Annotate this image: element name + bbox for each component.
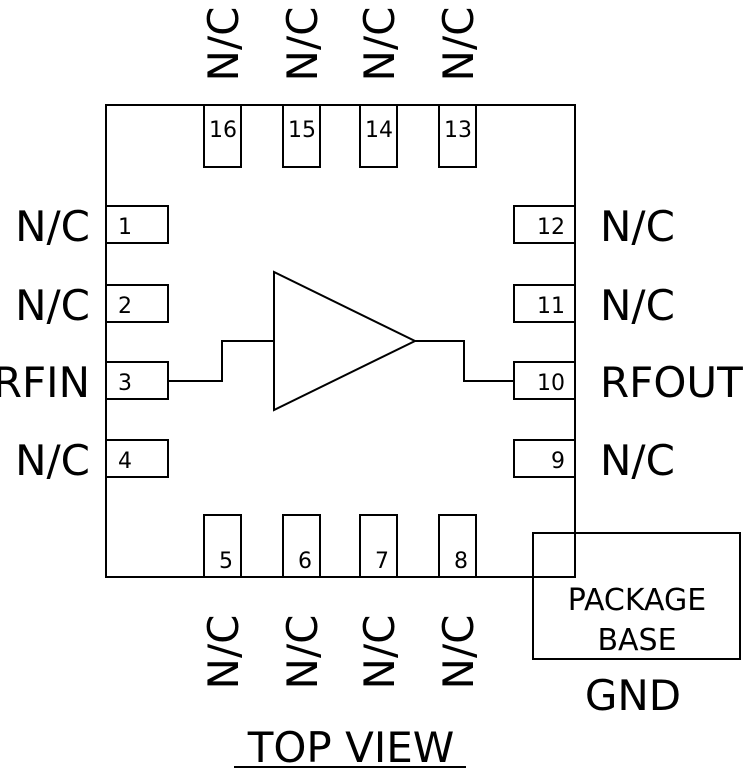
pin-7: 7N/C: [355, 514, 404, 690]
pin-pad: [359, 514, 398, 578]
pin-pad: [359, 104, 398, 168]
pin-number: 13: [444, 118, 472, 143]
pin-pad: [513, 439, 576, 478]
pin-number: 1: [118, 215, 132, 240]
amplifier-triangle: [273, 270, 418, 412]
pin-pad: [438, 514, 477, 578]
pin-label: N/C: [600, 281, 675, 330]
pin-number: 10: [537, 371, 565, 396]
pin-number: 16: [209, 118, 237, 143]
pin-number: 3: [118, 371, 132, 396]
pin-pad: [203, 104, 242, 168]
pin-6: 6N/C: [278, 514, 327, 690]
pin-label: N/C: [278, 615, 327, 690]
pin-2: 2 N/C: [15, 281, 169, 330]
pin-3: 3 RFIN: [0, 358, 169, 407]
pin-number: 5: [219, 549, 233, 574]
package-base-label-line1: PACKAGE: [568, 583, 706, 618]
pin-label: N/C: [15, 436, 90, 485]
pin-label: N/C: [434, 7, 483, 82]
pin-number: 12: [537, 215, 565, 240]
pin-pad: [105, 205, 169, 244]
pin-label: N/C: [15, 202, 90, 251]
package-base-box: [532, 532, 741, 660]
rfin-trace: [168, 340, 274, 382]
pin-4: 4 N/C: [15, 436, 169, 485]
pin-16: 16 N/C: [199, 7, 248, 168]
pin-pad: [203, 514, 242, 578]
pin-9: 9 N/C: [513, 436, 675, 485]
package-outline: [105, 104, 576, 578]
pin-number: 9: [551, 449, 565, 474]
pin-number: 15: [288, 118, 316, 143]
pin-number: 7: [375, 549, 389, 574]
bottom-pins: 5N/C6N/C7N/C8N/C: [199, 514, 483, 690]
pin-5: 5N/C: [199, 514, 248, 690]
pin-label: N/C: [355, 615, 404, 690]
pin-pad: [105, 361, 169, 400]
pin-14: 14 N/C: [355, 7, 404, 168]
pin-1: 1 N/C: [15, 202, 169, 251]
pin-label: N/C: [434, 615, 483, 690]
pin-12: 12 N/C: [513, 202, 675, 251]
pin-number: 4: [118, 449, 132, 474]
pin-pad: [438, 104, 477, 168]
pin-number: 6: [298, 549, 312, 574]
top-pins: 16 N/C 15 N/C 14 N/C 13 N/C: [199, 7, 483, 168]
pin-number: 2: [118, 294, 132, 319]
pin-label: N/C: [199, 7, 248, 82]
pin-number: 8: [454, 549, 468, 574]
pin-13: 13 N/C: [434, 7, 483, 168]
pin-label: N/C: [15, 281, 90, 330]
pin-pad: [282, 104, 321, 168]
pin-pad: [105, 439, 169, 478]
pin-11: 11 N/C: [513, 281, 675, 330]
pin-number: 14: [365, 118, 393, 143]
pin-8: 8N/C: [434, 514, 483, 690]
pin-15: 15 N/C: [278, 7, 327, 168]
pin-pad: [513, 361, 576, 400]
pin-pad: [513, 284, 576, 323]
top-view-label: TOP VIEW: [247, 723, 455, 772]
pin-number: 11: [537, 294, 565, 319]
pin-10: 10 RFOUT: [513, 358, 743, 407]
pin-pad: [105, 284, 169, 323]
package-base-label-line2: BASE: [597, 623, 676, 658]
pin-label: N/C: [600, 202, 675, 251]
pin-label: N/C: [278, 7, 327, 82]
pin-pad: [282, 514, 321, 578]
pin-label: RFOUT: [600, 358, 743, 407]
pin-label: N/C: [355, 7, 404, 82]
pin-pad: [513, 205, 576, 244]
pin-label: RFIN: [0, 358, 90, 407]
gnd-label: GND: [585, 671, 681, 720]
rfout-trace: [415, 340, 514, 382]
pin-label: N/C: [199, 615, 248, 690]
pin-label: N/C: [600, 436, 675, 485]
